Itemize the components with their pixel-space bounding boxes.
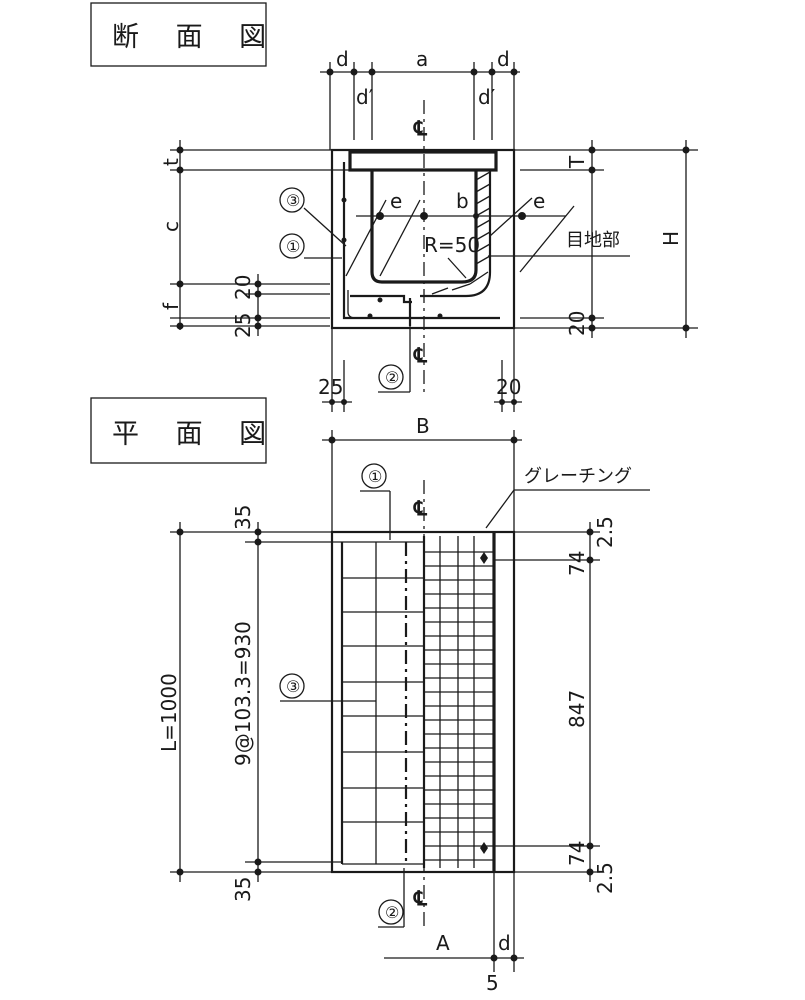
dim-d-left: d: [336, 47, 349, 71]
plan-left-dimensions: 35 35 L=1000 9@103.3=930: [157, 505, 342, 902]
section-top-dimensions: d a d d′ d′: [320, 47, 520, 150]
section-callout-3: ③: [279, 187, 347, 247]
section-centerline-mark-top: ℄: [413, 116, 428, 140]
dim-b: b: [456, 189, 469, 213]
section-outer-wall: [330, 148, 516, 330]
plan-centerline-mark-top: ℄: [413, 496, 428, 520]
dim-c: c: [159, 221, 183, 232]
svg-text:③: ③: [286, 677, 300, 696]
dim-d-prime-right: d′: [478, 85, 496, 109]
section-inner-channel: [370, 170, 478, 284]
plan-callout-2: ②: [378, 868, 405, 928]
section-rebar-bottom: [350, 294, 412, 304]
dim-H: H: [659, 231, 683, 246]
section-rebar-outer: [342, 162, 500, 320]
plan-view: B ℄ ℄: [157, 414, 650, 995]
dim-2-5-top: 2.5: [593, 516, 617, 548]
section-right-dimensions: T H 20: [514, 140, 698, 338]
svg-text:②: ②: [385, 903, 399, 922]
svg-text:①: ①: [368, 467, 382, 486]
radius-label: R=50: [424, 233, 480, 257]
dim-25-left: 25: [231, 313, 255, 338]
dim-5-bottom: 5: [486, 971, 499, 995]
plan-right-dimensions: 74 847 74 2.5 2.5: [494, 516, 617, 894]
dim-d-right: d: [497, 47, 510, 71]
dim-20-right: 20: [565, 311, 589, 336]
svg-text:②: ②: [385, 368, 399, 387]
section-bottom-dimensions: 25 20: [318, 328, 522, 412]
dim-d-prime-left: d′: [356, 85, 374, 109]
dim-e-left: e: [390, 189, 402, 213]
plan-title: 平 面 図: [112, 419, 280, 450]
plan-width-dimension: B: [322, 414, 522, 532]
svg-text:①: ①: [286, 237, 300, 256]
dim-74-top: 74: [565, 551, 589, 576]
section-joint-hatch: [420, 168, 492, 298]
dim-A: A: [436, 931, 450, 955]
joint-label: 目地部: [566, 230, 620, 251]
section-title-box: 断 面 図: [90, 2, 280, 67]
dim-pitch: 9@103.3=930: [231, 621, 255, 766]
plan-callout-1: ①: [360, 463, 391, 540]
dim-35-top: 35: [231, 505, 255, 530]
dim-74-bottom: 74: [565, 841, 589, 866]
dim-20-left: 20: [231, 275, 255, 300]
dim-d-bottom: d: [498, 931, 511, 955]
section-e-b-dimensions: e b e: [345, 189, 575, 277]
section-callout-1: ①: [279, 233, 342, 259]
dim-T: T: [565, 155, 589, 169]
dim-L: L=1000: [157, 673, 181, 752]
section-centerline-mark-bottom: ℄: [413, 343, 428, 367]
dim-20-under: 20: [496, 375, 521, 399]
dim-f: f: [159, 302, 183, 310]
dim-25-under: 25: [318, 375, 343, 399]
dim-847: 847: [565, 690, 589, 728]
dim-a: a: [416, 47, 428, 71]
section-title: 断 面 図: [112, 22, 280, 53]
dim-35-bottom: 35: [231, 877, 255, 902]
plan-bottom-dimensions: A d 5: [384, 872, 524, 995]
plan-rebar-mesh: [340, 541, 424, 865]
svg-text:③: ③: [286, 191, 300, 210]
section-view: d a d d′ d′ ℄ ℄: [159, 47, 698, 412]
section-left-dimensions: t c f 20 25: [159, 140, 350, 338]
plan-grating-bars: [422, 536, 494, 868]
dim-B: B: [416, 414, 430, 438]
dim-2-5-bottom: 2.5: [593, 862, 617, 894]
plan-callout-3: ③: [279, 673, 376, 702]
section-callout-2: ②: [378, 326, 411, 393]
dim-t: t: [159, 158, 183, 166]
plan-title-box: 平 面 図: [90, 397, 280, 464]
grating-label: グレーチング: [524, 466, 632, 487]
section-grating: [348, 150, 498, 172]
plan-outer-outline: [330, 530, 516, 874]
dim-e-right: e: [533, 189, 545, 213]
plan-centerline-mark-bottom: ℄: [413, 886, 428, 910]
